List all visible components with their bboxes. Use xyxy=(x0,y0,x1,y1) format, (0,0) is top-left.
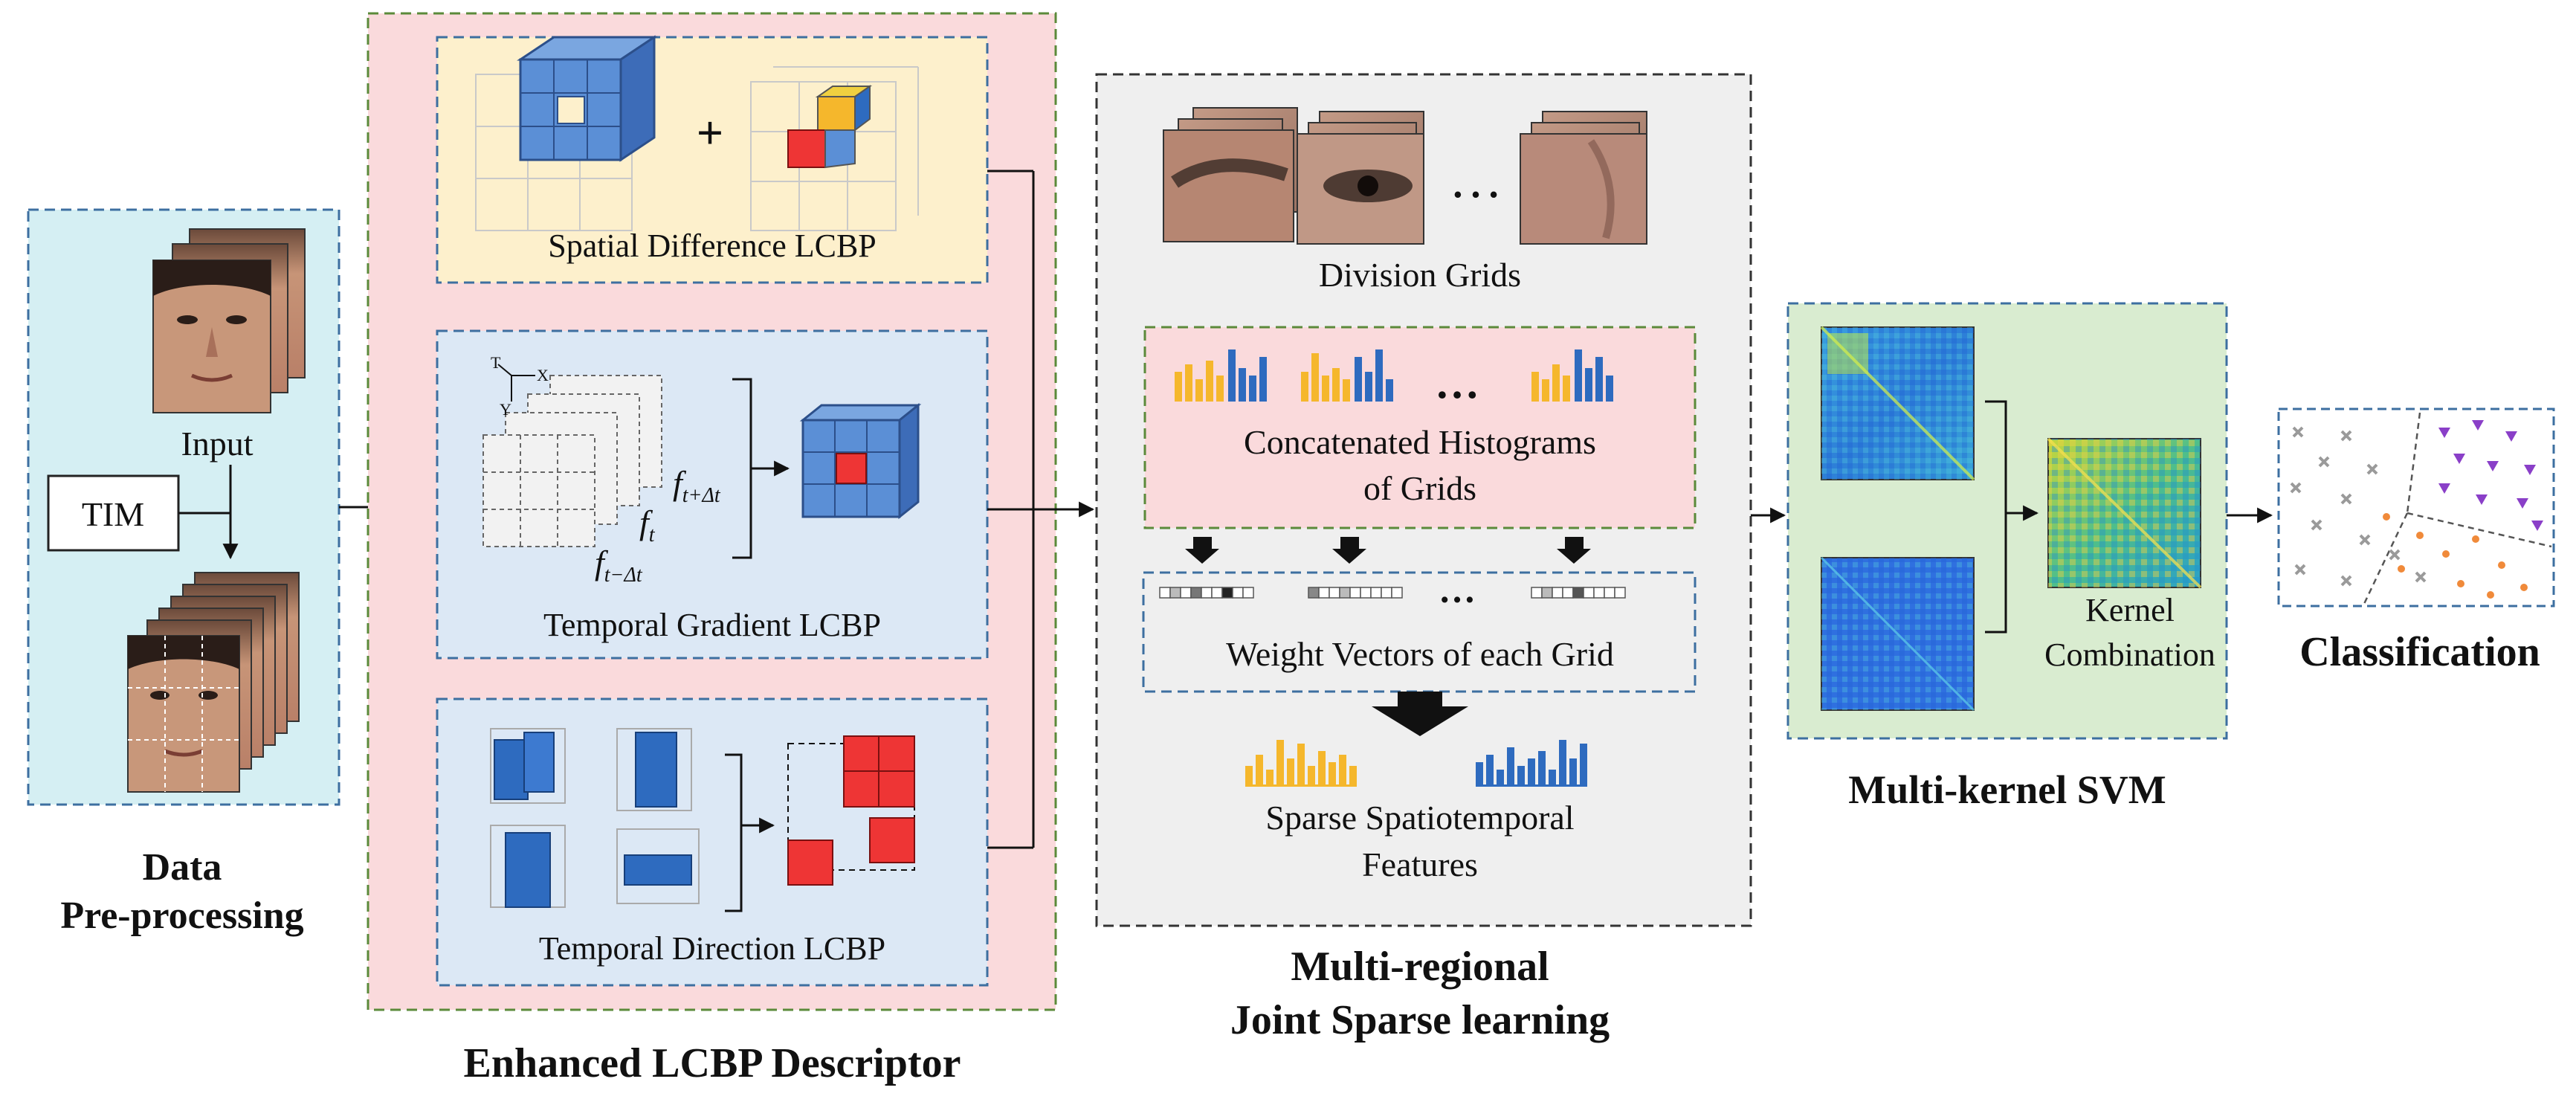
svm-title: Multi-kernel SVM xyxy=(1848,767,2166,812)
tim-box xyxy=(47,474,180,552)
axis-icon xyxy=(497,364,535,402)
descriptor-title: Enhanced LCBP Descriptor xyxy=(464,1040,961,1086)
sparse-features-yellow xyxy=(1245,740,1357,787)
spatial-grid-cube-right xyxy=(750,66,919,231)
weight-vectors-label: Weight Vectors of each Grid xyxy=(1226,635,1614,673)
division-grid-images xyxy=(1163,107,1647,245)
weight-vector-1 xyxy=(1159,587,1254,599)
sparse-title-line1: Multi-regional xyxy=(1291,944,1549,990)
sparse-learning-panel: … Division Grids … Concatenated Histogra… xyxy=(1095,73,1752,1043)
axis-x-label: X xyxy=(537,366,549,384)
spatial-difference-label: Spatial Difference LCBP xyxy=(548,228,877,264)
weight-ellipsis: … xyxy=(1439,569,1476,610)
classification-title: Classification xyxy=(2299,629,2540,675)
kernel-matrix-1 xyxy=(1820,326,1975,481)
histogram-group-1 xyxy=(1175,349,1267,402)
weight-vectors-box xyxy=(1142,571,1697,693)
sparse-title-line2: Joint Sparse learning xyxy=(1230,997,1610,1043)
division-grids-label: Division Grids xyxy=(1319,256,1521,294)
preprocessing-title-line2: Pre-processing xyxy=(60,895,303,937)
descriptor-panel: + Spatial Difference LCBP xyxy=(367,12,1057,1086)
sparse-features-blue xyxy=(1476,740,1587,787)
axis-t-label: T xyxy=(491,353,501,372)
kernel-label-line1: Kernel xyxy=(2085,592,2175,628)
direction-cube-3 xyxy=(490,825,566,908)
big-down-arrow xyxy=(1372,692,1468,736)
temporal-direction-cube xyxy=(787,735,915,886)
histogram-group-2 xyxy=(1301,349,1393,402)
temporal-gradient-label: Temporal Gradient LCBP xyxy=(543,607,881,643)
down-arrows xyxy=(1185,537,1591,564)
kernel-label-line2: Combination xyxy=(2044,637,2215,673)
temporal-direction-label: Temporal Direction LCBP xyxy=(539,930,885,967)
class-points-purple xyxy=(2438,420,2543,531)
axis-y-label: Y xyxy=(500,400,511,419)
histogram-ellipsis: … xyxy=(1435,358,1479,407)
histogram-group-3 xyxy=(1531,349,1613,402)
temporal-gradient-cube xyxy=(799,402,922,520)
direction-cube-4 xyxy=(616,828,700,904)
direction-cube-1 xyxy=(490,728,566,804)
spatial-grid-cube-left xyxy=(475,35,658,231)
preprocessing-panel: Input TIM Data Pre-processing xyxy=(27,208,340,937)
grid-ellipsis: … xyxy=(1449,149,1502,209)
input-face-stack xyxy=(152,228,306,413)
tim-face-stack xyxy=(127,572,300,793)
histograms-label-line1: Concatenated Histograms xyxy=(1244,423,1596,461)
input-label: Input xyxy=(181,425,253,463)
kernel-matrix-2 xyxy=(1820,556,1975,712)
sparse-features-line2: Features xyxy=(1362,845,1478,883)
svm-panel: Kernel Combination Multi-kernel SVM xyxy=(1786,302,2228,812)
weight-vector-3 xyxy=(1531,587,1626,599)
plus-sign: + xyxy=(697,106,723,159)
temporal-frames xyxy=(482,375,662,547)
classification-panel: Classification xyxy=(2277,407,2555,675)
preprocessing-title-line1: Data xyxy=(143,846,222,889)
histograms-label-line2: of Grids xyxy=(1363,469,1476,507)
direction-cube-2 xyxy=(616,728,692,811)
class-points-gray xyxy=(2290,426,2427,587)
weight-vector-2 xyxy=(1308,587,1403,599)
sparse-features-line1: Sparse Spatiotemporal xyxy=(1265,799,1574,837)
merge-arrows-mid xyxy=(987,170,1095,849)
tim-label: TIM xyxy=(82,495,144,533)
histograms-box xyxy=(1143,326,1697,529)
combined-kernel-matrix xyxy=(2047,437,2202,589)
class-points-orange xyxy=(2383,513,2528,599)
